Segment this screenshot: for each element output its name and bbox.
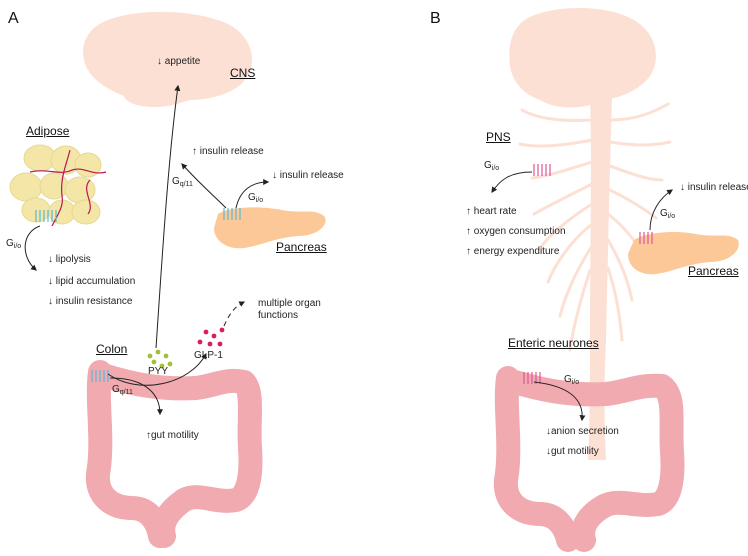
arrow-pancreas-down — [235, 179, 270, 209]
receptor-pancreas-b — [639, 232, 653, 244]
arrow-pyy-cns — [155, 84, 181, 349]
colon-a — [85, 360, 263, 548]
receptor-enteric — [523, 372, 541, 384]
pancreas-b-down-release: ↓ insulin release — [680, 182, 748, 193]
colon-b — [493, 366, 685, 552]
pns-effect-3: ↑ energy expenditure — [466, 246, 560, 257]
arrow-pancreas-b — [649, 189, 673, 231]
pns-title: PNS — [486, 130, 511, 144]
colon-g-label: Gq/11 — [112, 384, 133, 396]
receptor-adipose — [35, 210, 57, 222]
enteric-title: Enteric neurones — [508, 336, 599, 350]
arrow-pancreas-up — [181, 163, 227, 209]
pns-g-label: Gi/o — [484, 160, 500, 172]
adipose-g-label: Gi/o — [6, 238, 22, 250]
arrow-colon-glp1 — [107, 352, 207, 386]
pancreas-a-up-release: ↑ insulin release — [192, 146, 264, 157]
spinal-cord — [588, 98, 612, 460]
pancreas-a-down-release: ↓ insulin release — [272, 170, 344, 181]
pancreas-b-title: Pancreas — [688, 264, 739, 278]
pns-effect-1: ↑ heart rate — [466, 206, 517, 217]
pancreas-a-title: Pancreas — [276, 240, 327, 254]
arrow-glp1-organs — [223, 301, 246, 327]
arrow-enteric — [533, 381, 586, 422]
colon-title: Colon — [96, 342, 128, 356]
glp1-dots — [197, 327, 225, 347]
panel-label-b: B — [430, 10, 441, 27]
enteric-effect-1: ↓anion secretion — [546, 426, 619, 437]
colon-motility-label: ↑gut motility — [146, 430, 199, 441]
organ-functions-line-2: functions — [258, 310, 299, 321]
adipose-effect-1: ↓ lipolysis — [48, 254, 91, 265]
enteric-g-label: Gi/o — [564, 374, 580, 386]
brain-a — [83, 11, 252, 108]
cns-title: CNS — [230, 66, 256, 80]
pancreas-b — [628, 232, 739, 275]
arrow-colon-motility — [109, 377, 163, 416]
pancreas-a-gi-label: Gi/o — [248, 192, 264, 204]
cns-appetite-label: ↓ appetite — [157, 56, 201, 67]
enteric-effect-2: ↓gut motility — [546, 446, 599, 457]
adipose-effect-2: ↓ lipid accumulation — [48, 276, 136, 287]
panel-label-a: A — [8, 10, 19, 27]
adipose-title: Adipose — [26, 124, 70, 138]
pyy-dots — [147, 349, 173, 369]
pancreas-a-gq-label: Gq/11 — [172, 176, 193, 188]
receptor-pancreas-a — [223, 208, 241, 220]
pancreas-a — [214, 207, 326, 249]
organ-functions-line-1: multiple organ — [258, 298, 321, 309]
arrow-pns — [491, 171, 533, 193]
adipose-effect-3: ↓ insulin resistance — [48, 296, 133, 307]
arrow-adipose — [24, 225, 41, 271]
receptor-pns — [533, 164, 551, 176]
receptor-colon-a — [91, 370, 109, 382]
brain-b — [509, 7, 656, 108]
peripheral-nerves — [518, 102, 672, 352]
pns-effect-2: ↑ oxygen consumption — [466, 226, 566, 237]
adipose-vessels — [29, 149, 107, 227]
pyy-label: PYY — [148, 366, 169, 377]
glp1-label: GLP-1 — [194, 350, 223, 361]
pancreas-b-g-label: Gi/o — [660, 208, 676, 220]
